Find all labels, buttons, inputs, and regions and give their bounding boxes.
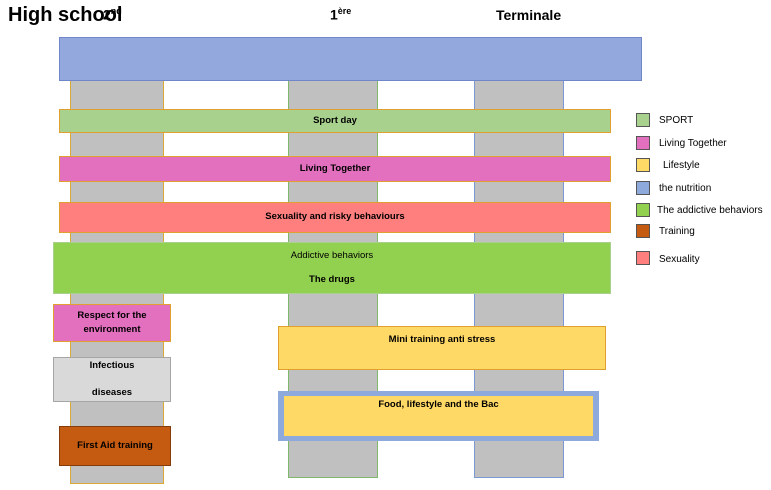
infectious-label: Infectious [89, 360, 135, 372]
legend-swatch-sport [636, 113, 650, 127]
header-1ere-base: 1 [330, 6, 338, 23]
legend-swatch-sexuality [636, 251, 650, 265]
legend-swatch-lifestyle [636, 158, 650, 172]
header-2nd-sup: nd [110, 6, 122, 16]
sexuality-label: Sexuality and risky behaviours [265, 211, 405, 223]
food-lifestyle-label: Food, lifestyle and the Bac [378, 399, 499, 410]
sport-day-label: Sport day [313, 114, 357, 126]
sexuality-bar: Sexuality and risky behaviours [59, 202, 611, 233]
legend-label-lifestyle: Lifestyle [663, 160, 700, 171]
page-title: High school [8, 4, 123, 26]
legend-label-sport: SPORT [659, 115, 694, 126]
header-2nd-base: 2 [103, 6, 111, 23]
legend-label-training: Training [659, 226, 695, 237]
header-2nd: 2nd [103, 6, 122, 23]
legend-label-nutrition: the nutrition [659, 183, 712, 194]
mini-training-label: Mini training anti stress [388, 334, 496, 345]
respect-environment-bar: Respect for the environment [53, 304, 171, 342]
diseases-label: diseases [91, 386, 133, 398]
legend-swatch-training [636, 224, 650, 238]
living-together-bar: Living Together [59, 156, 611, 182]
mini-training-bar: Mini training anti stress [278, 326, 606, 370]
legend-label-addictive: The addictive behaviors [657, 205, 763, 216]
first-aid-training-bar: First Aid training [59, 426, 171, 466]
addictive-behaviors-bar: Addictive behaviors The drugs [53, 242, 611, 294]
header-1ere-sup: ère [337, 6, 352, 16]
header-1ere: 1ère [330, 6, 351, 23]
addictive-behaviors-label: Addictive behaviors [290, 249, 374, 261]
legend-label-sexuality: Sexuality [659, 254, 700, 265]
legend-label-living: Living Together [659, 138, 727, 149]
legend-swatch-addictive [636, 203, 650, 217]
grade-header [59, 37, 642, 81]
legend-swatch-nutrition [636, 181, 650, 195]
first-aid-training-label: First Aid training [77, 439, 153, 451]
drugs-label: The drugs [309, 274, 355, 285]
respect-environment-label: Respect for the environment [77, 309, 147, 335]
header-terminale: Terminale [496, 7, 562, 23]
living-together-label: Living Together [299, 162, 371, 174]
food-lifestyle-inner: Food, lifestyle and the Bac [284, 396, 593, 436]
sport-day-bar: Sport day [59, 109, 611, 133]
legend-swatch-living [636, 136, 650, 150]
infectious-diseases-bar: Infectious diseases [53, 357, 171, 402]
